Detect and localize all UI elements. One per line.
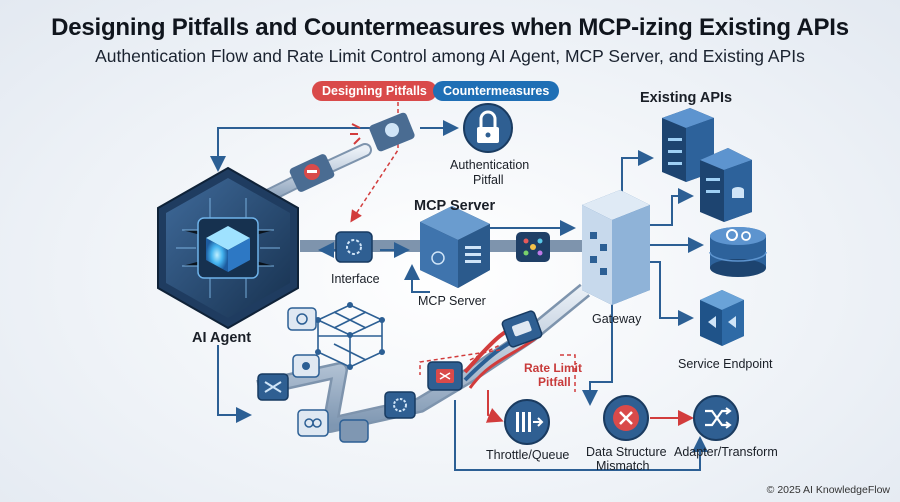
gateway-icon [582, 190, 650, 305]
rate-limit-warning-icon [427, 361, 463, 391]
toggle-node-icon [292, 354, 320, 378]
data-mismatch-label-line1: Data Structure [586, 445, 667, 459]
blocked-connector-icon [289, 154, 335, 192]
copyright-text: © 2025 AI KnowledgeFlow [766, 484, 890, 496]
mcp-server-top-label: MCP Server [414, 198, 496, 214]
data-mismatch-label-line2: Mismatch [596, 459, 650, 473]
mcp-server-bottom-label: MCP Server [418, 294, 486, 308]
connector-hub-icon [516, 232, 550, 262]
interface-node-icon [335, 231, 373, 263]
service-endpoint-label: Service Endpoint [678, 357, 773, 371]
broken-plug-icon [350, 112, 415, 152]
service-endpoint-icon [700, 290, 744, 346]
database-server-icon [700, 148, 752, 222]
adapter-transform-label: Adapter/Transform [674, 445, 778, 459]
pipe-cap-icon [339, 419, 369, 443]
throttle-queue-icon [504, 399, 550, 445]
legend-countermeasures-badge: Countermeasures [433, 81, 560, 101]
gateway-label: Gateway [592, 312, 642, 326]
auth-pitfall-label-line1: Authentication [450, 158, 530, 172]
cube-network-icon [315, 302, 385, 370]
existing-apis-label: Existing APIs [640, 90, 733, 106]
auth-pitfall-label-line2: Pitfall [473, 173, 504, 187]
interface-label: Interface [331, 272, 380, 286]
rate-to-throttle-arrow [485, 390, 504, 423]
ai-agent-chip-icon [157, 166, 299, 330]
bottleneck-connector-icon [501, 310, 543, 348]
page-title: Designing Pitfalls and Countermeasures w… [51, 14, 849, 41]
error-icon [603, 395, 649, 441]
throttle-queue-label: Throttle/Queue [486, 448, 570, 462]
gear-node-icon [384, 391, 416, 419]
shuffle-node-icon [257, 373, 289, 401]
rate-limit-pitfall-line1: Rate Limit [524, 361, 583, 375]
lock-icon [463, 103, 513, 153]
settings-database-icon [709, 227, 767, 277]
chain-link-icon [287, 307, 317, 331]
flow-arrows [210, 120, 708, 471]
mcp-server-icon [420, 206, 490, 288]
rate-limit-pitfall-line2: Pitfall [538, 375, 571, 389]
page-subtitle: Authentication Flow and Rate Limit Contr… [95, 46, 805, 66]
legend-pitfalls-badge: Designing Pitfalls [312, 81, 437, 101]
link-node-icon [297, 409, 329, 437]
shuffle-transform-icon [693, 395, 739, 441]
ai-agent-label: AI Agent [192, 330, 252, 346]
